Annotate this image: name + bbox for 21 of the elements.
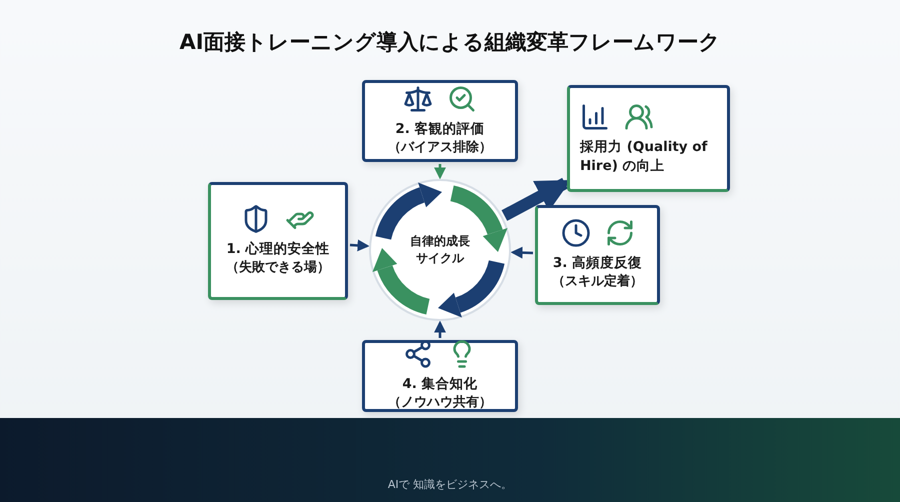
arrow xyxy=(350,239,370,252)
card-subtitle: （スキル定着） xyxy=(552,273,643,292)
card-heading: 1. 心理的安全性 xyxy=(226,240,330,260)
center-label: 自律的成長サイクル xyxy=(409,233,471,267)
card-subtitle: （ノウハウ共有） xyxy=(388,394,492,412)
arrow xyxy=(510,246,534,259)
arrow xyxy=(434,320,446,338)
step-card xyxy=(362,340,518,412)
step-card xyxy=(535,205,660,305)
step-card xyxy=(567,85,730,192)
card-subtitle: （失敗できる場） xyxy=(226,259,330,278)
step-card xyxy=(362,80,518,162)
card-heading: 3. 高頻度反復 xyxy=(552,254,642,274)
card-heading: 採用力 (Quality of Hire) の向上 xyxy=(580,138,708,176)
tagline: AIで 知識をビジネスへ。 xyxy=(388,477,512,492)
step-card xyxy=(208,182,348,300)
card-heading: 2. 客観的評価 xyxy=(395,120,485,140)
card-subtitle: （バイアス排除） xyxy=(388,139,492,158)
card-heading: 4. 集合知化 xyxy=(402,375,478,394)
diagram-title: AI面接トレーニング導入による組織変革フレームワーク xyxy=(179,29,721,56)
arrow xyxy=(434,164,446,180)
